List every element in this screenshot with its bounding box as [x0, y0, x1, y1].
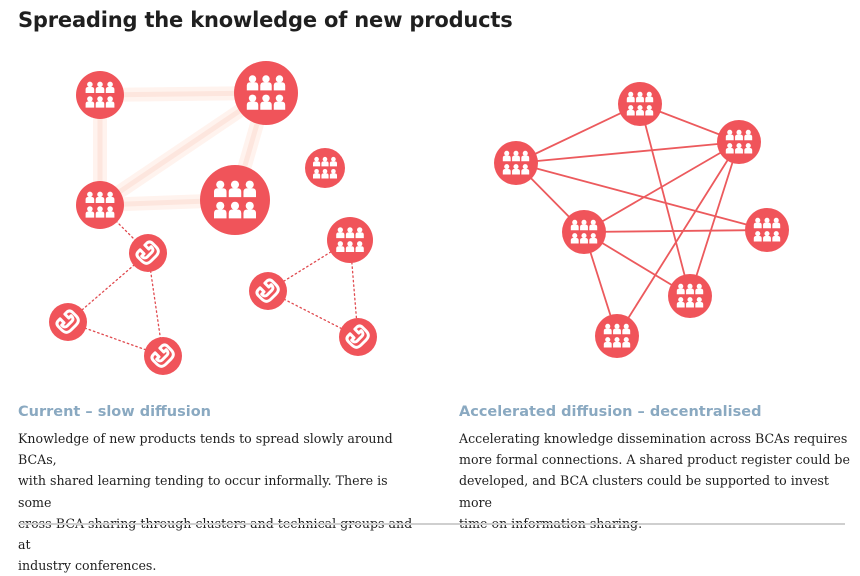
phone-icon — [255, 278, 280, 303]
group-node — [668, 274, 712, 318]
current-heading: Current – slow diffusion — [18, 404, 212, 420]
network-link — [689, 141, 740, 297]
network-link — [616, 141, 740, 337]
network-link — [583, 229, 768, 233]
accelerated-line: developed, and BCA clusters could be sup… — [459, 473, 829, 510]
people-group-icon — [676, 283, 704, 308]
group-node — [595, 314, 639, 358]
network-link — [515, 162, 768, 231]
phone-link — [267, 290, 359, 338]
phone-link — [67, 321, 164, 357]
phone-icon — [135, 240, 160, 265]
phone-node — [249, 272, 287, 310]
group-node — [234, 61, 298, 125]
people-group-icon — [725, 129, 753, 154]
people-group-icon — [246, 75, 286, 110]
group-node — [76, 71, 124, 119]
network-link — [583, 141, 740, 233]
people-group-icon — [336, 227, 364, 253]
group-node — [494, 141, 538, 185]
phone-icon — [55, 309, 80, 334]
people-group-icon — [603, 323, 631, 348]
current-line: industry conferences. — [18, 558, 157, 574]
informal-link — [97, 90, 269, 208]
current-line: with shared learning tending to occur in… — [18, 473, 388, 510]
accelerated-line: Accelerating knowledge dissemination acr… — [459, 431, 848, 446]
people-group-icon — [570, 219, 598, 244]
group-node — [76, 181, 124, 229]
phone-node — [129, 234, 167, 272]
current-line: cross-BCA sharing through clusters and t… — [18, 515, 413, 553]
accelerated-description: Accelerating knowledge dissemination acr… — [459, 428, 859, 534]
phone-node — [339, 318, 377, 356]
current-line: Knowledge of new products tends to sprea… — [18, 431, 393, 468]
accelerated-line: more formal connections. A shared produc… — [459, 452, 850, 468]
phone-node — [144, 337, 182, 375]
phone-node — [49, 303, 87, 341]
group-node — [327, 217, 373, 263]
diffusion-diagram — [49, 61, 789, 375]
people-group-icon — [626, 91, 654, 116]
people-group-icon — [502, 150, 530, 175]
people-group-icon — [85, 191, 115, 218]
divider — [18, 523, 845, 525]
group-node — [717, 120, 761, 164]
group-node — [618, 82, 662, 126]
group-node — [200, 165, 270, 235]
accelerated-heading: Accelerated diffusion – decentralised — [459, 404, 762, 420]
people-group-icon — [753, 217, 781, 242]
people-group-icon — [214, 180, 256, 219]
network-link — [639, 103, 691, 297]
network-link — [515, 103, 641, 164]
group-node — [562, 210, 606, 254]
phone-icon — [345, 324, 370, 349]
group-node — [745, 208, 789, 252]
page-title: Spreading the knowledge of new products — [18, 8, 513, 32]
people-group-icon — [85, 81, 115, 108]
group-node — [305, 148, 345, 188]
phone-icon — [150, 343, 175, 368]
people-group-icon — [313, 156, 337, 179]
current-description: Knowledge of new products tends to sprea… — [18, 428, 418, 576]
network-link — [515, 141, 740, 164]
